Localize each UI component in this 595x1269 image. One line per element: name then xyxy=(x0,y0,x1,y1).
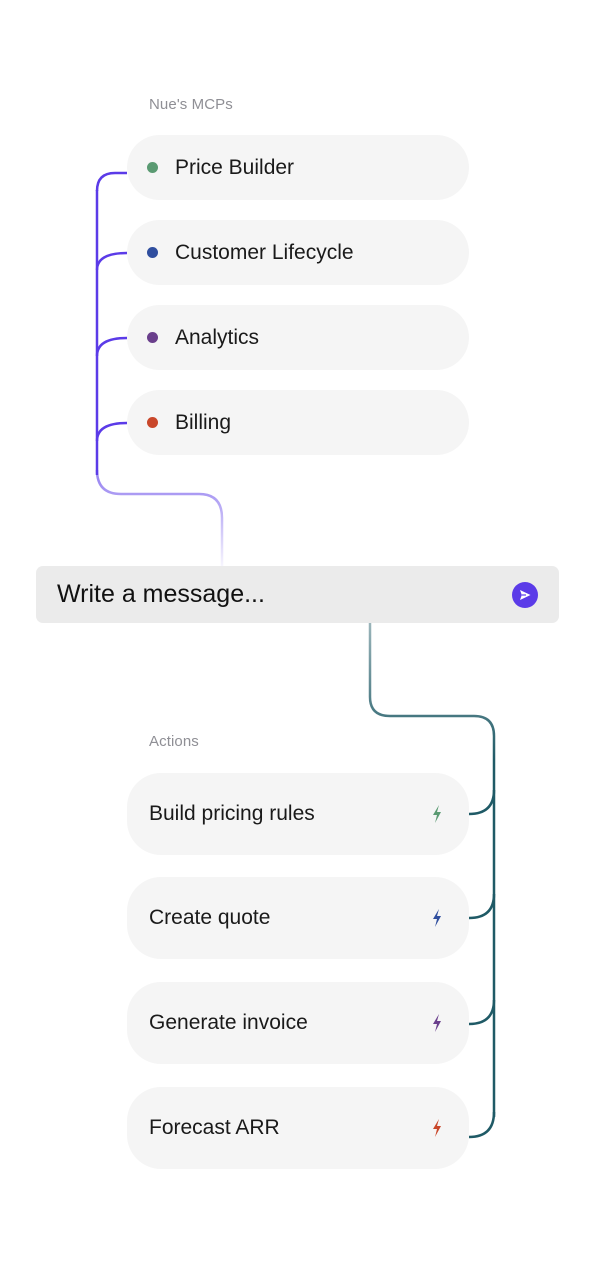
action-generate-invoice[interactable]: Generate invoice xyxy=(127,982,469,1064)
mcp-item-label: Analytics xyxy=(175,325,260,349)
actions-section-label: Actions xyxy=(149,733,199,750)
mcp-item-billing[interactable]: Billing xyxy=(127,390,469,455)
bolt-icon xyxy=(431,1119,443,1137)
mcp-item-label: Price Builder xyxy=(175,155,295,179)
status-dot xyxy=(147,332,158,343)
mcp-item-customer-lifecycle[interactable]: Customer Lifecycle xyxy=(127,220,469,285)
status-dot xyxy=(147,417,158,428)
bolt-icon xyxy=(431,1014,443,1032)
mcp-item-label: Billing xyxy=(175,410,232,434)
mcp-item-label: Customer Lifecycle xyxy=(175,240,354,264)
mcp-item-analytics[interactable]: Analytics xyxy=(127,305,469,370)
mcp-item-price-builder[interactable]: Price Builder xyxy=(127,135,469,200)
status-dot xyxy=(147,162,158,173)
action-branch-4 xyxy=(468,1111,496,1139)
mcp-to-composer-line xyxy=(95,469,224,566)
mcp-branch-3 xyxy=(95,336,128,357)
action-branch-2 xyxy=(468,893,496,920)
action-label: Forecast ARR xyxy=(149,1116,280,1139)
mcp-branch-4 xyxy=(95,421,128,442)
action-label: Build pricing rules xyxy=(149,802,315,825)
action-build-pricing-rules[interactable]: Build pricing rules xyxy=(127,773,469,855)
message-input[interactable] xyxy=(57,580,477,609)
action-label: Create quote xyxy=(149,906,271,929)
action-forecast-arr[interactable]: Forecast ARR xyxy=(127,1087,469,1169)
send-button[interactable] xyxy=(512,581,538,608)
bolt-icon xyxy=(431,805,443,823)
action-label: Generate invoice xyxy=(149,1011,308,1034)
action-branch-3 xyxy=(468,999,496,1026)
bolt-icon xyxy=(431,909,443,927)
status-dot xyxy=(147,247,158,258)
action-create-quote[interactable]: Create quote xyxy=(127,877,469,959)
send-arrow-icon xyxy=(520,589,531,600)
mcp-branch-1 xyxy=(95,171,127,192)
action-branch-1 xyxy=(468,789,496,816)
mcp-branch-2 xyxy=(95,251,128,271)
mcps-section-label: Nue's MCPs xyxy=(149,96,233,113)
message-composer xyxy=(36,566,559,623)
